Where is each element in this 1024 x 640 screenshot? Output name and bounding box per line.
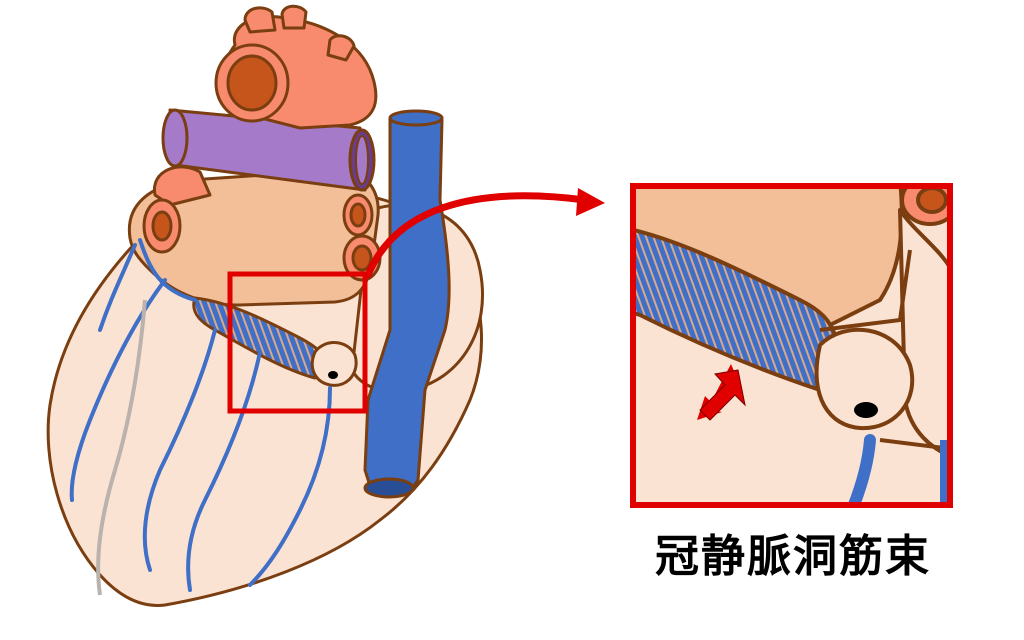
pulmonary-artery-opening [161, 108, 189, 168]
zoom-muscle-bundle [633, 227, 837, 392]
caption-label: 冠静脈洞筋束 [655, 531, 931, 582]
coronary-sinus-ostium [310, 341, 358, 387]
zoom-panel [630, 183, 953, 508]
interventricular-groove [96, 299, 147, 596]
aorta-branch-1 [243, 6, 277, 34]
vena-cava-opening [363, 477, 415, 499]
curved-arrow-icon [364, 188, 605, 279]
pulmonary-vein-upper-left [153, 165, 212, 207]
zoom-frame [630, 183, 953, 508]
red-pointer-arrow-icon [697, 364, 746, 421]
aorta-branch-2 [280, 4, 308, 30]
heart-illustration [46, 4, 485, 607]
highlight-box [227, 271, 368, 414]
zoom-ostium [814, 327, 915, 431]
aorta-branch-3 [326, 34, 356, 62]
